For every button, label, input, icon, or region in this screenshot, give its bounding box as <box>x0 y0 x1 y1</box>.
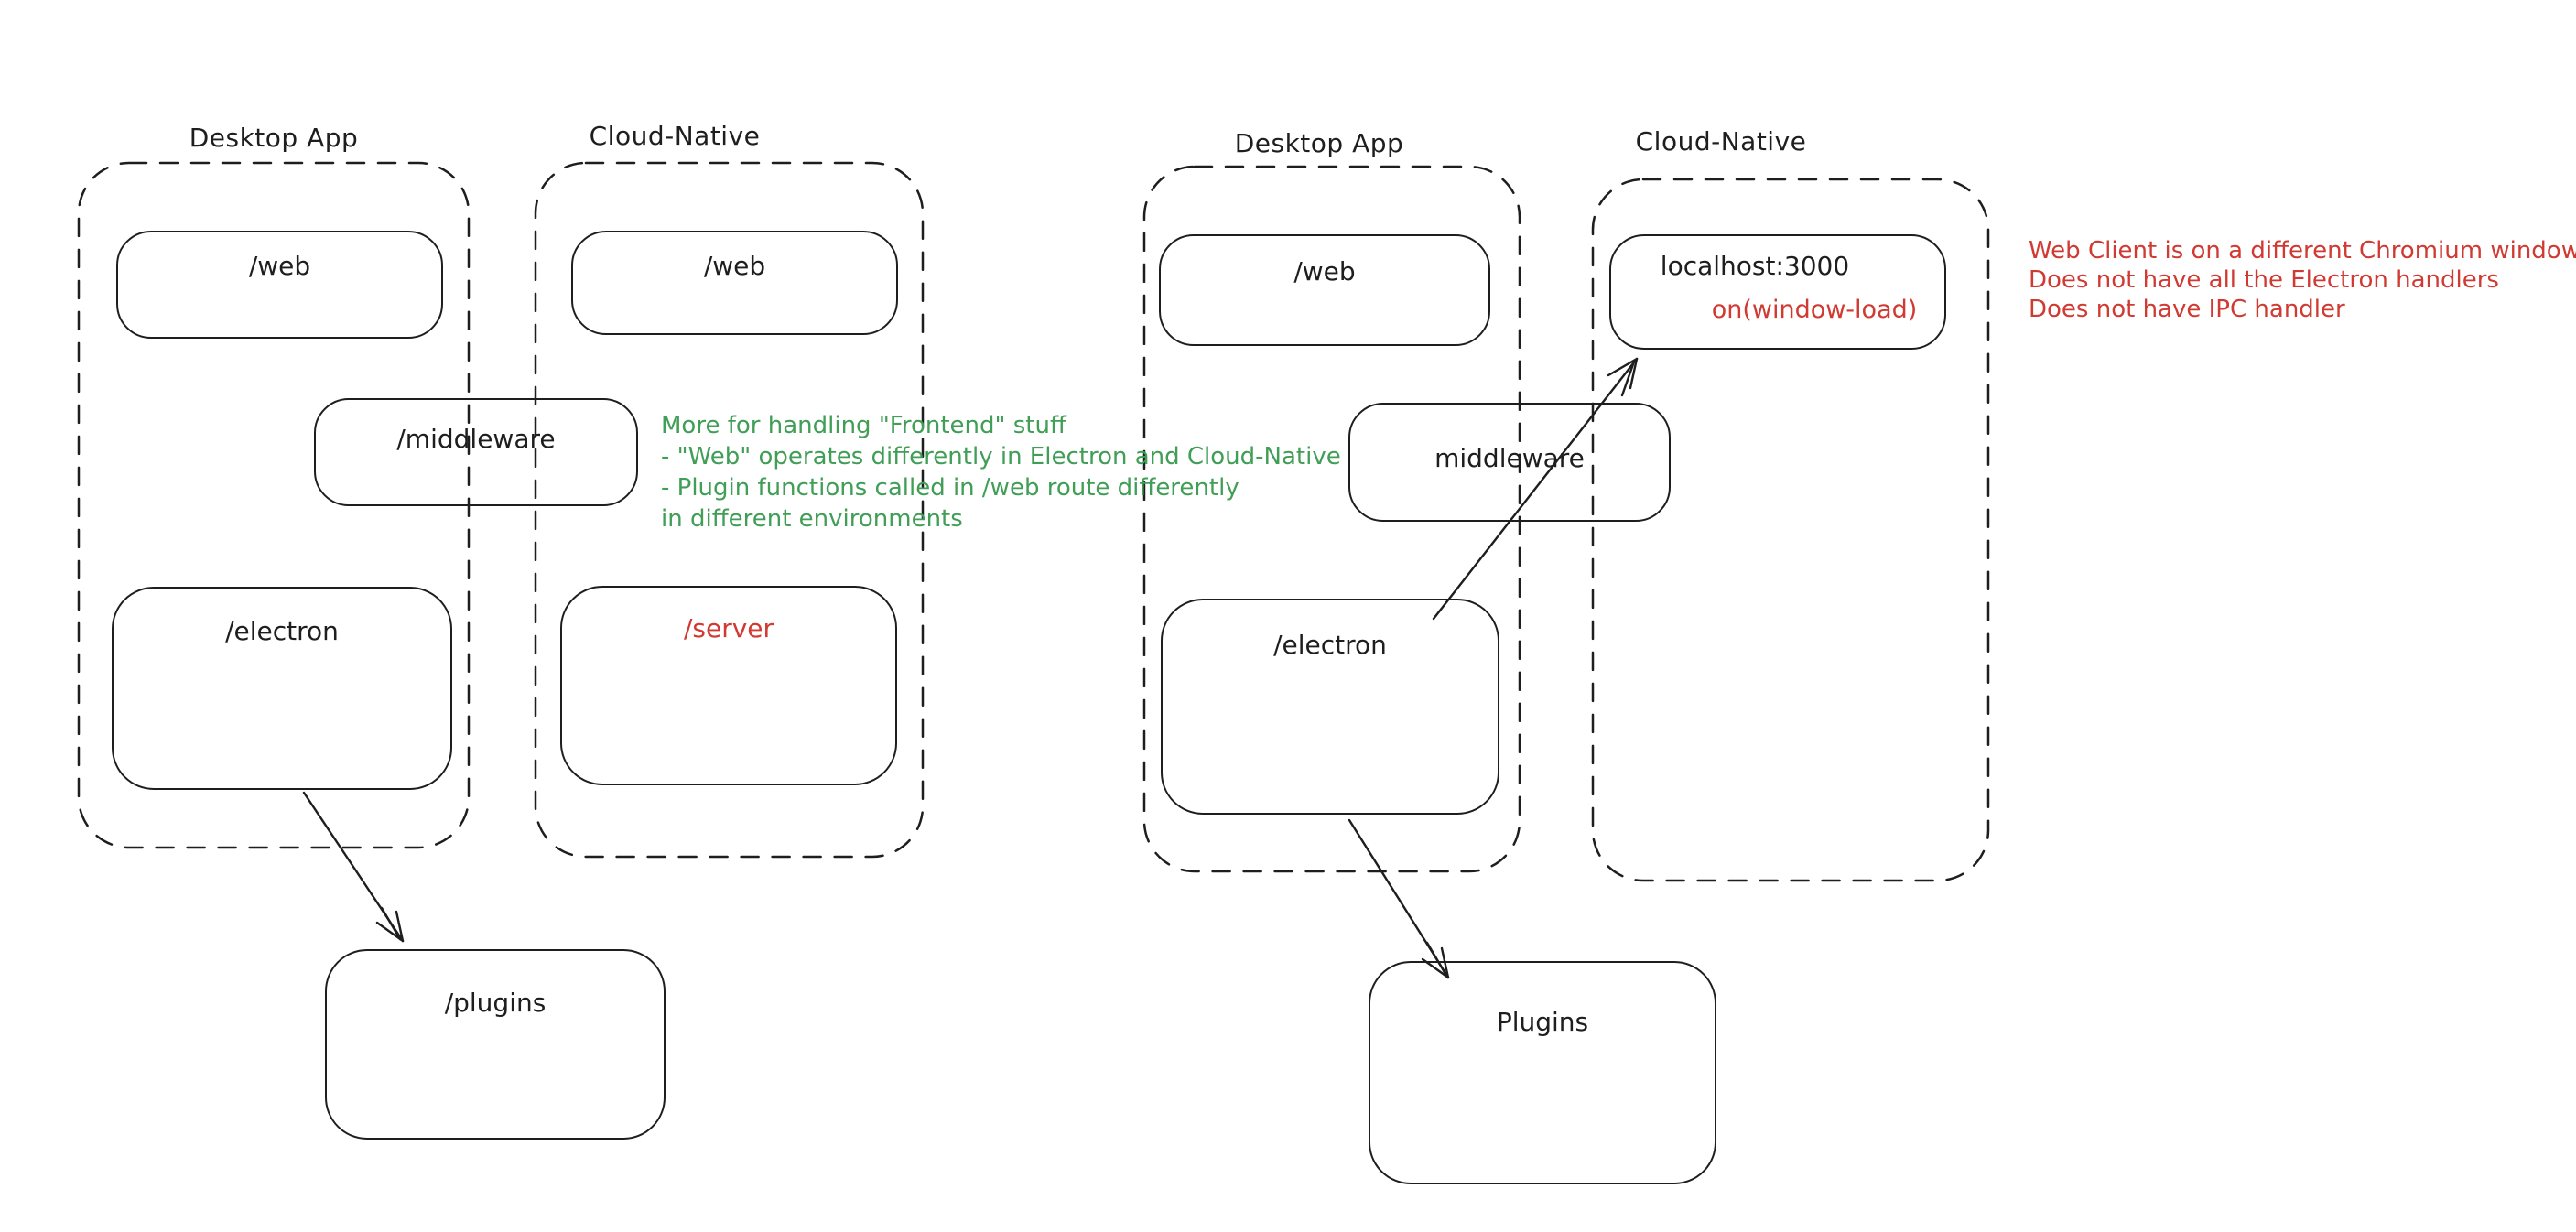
right-localhost-box[interactable]: localhost:3000 on(window-load) <box>1609 234 1946 350</box>
right-electron-box[interactable]: /electron <box>1161 599 1499 815</box>
left-plugins-box[interactable]: /plugins <box>325 949 666 1140</box>
right-plugins-box[interactable]: Plugins <box>1369 961 1716 1184</box>
left-plugins-label: /plugins <box>444 988 547 1018</box>
right-plugins-label: Plugins <box>1496 1007 1589 1037</box>
red-note-line-2: Does not have all the Electron handlers <box>2029 266 2499 294</box>
localhost-window-load-label: on(window-load) <box>1711 296 1918 324</box>
left-electron-box[interactable]: /electron <box>112 587 452 790</box>
left-electron-label: /electron <box>225 616 339 646</box>
left-server-label: /server <box>683 613 774 643</box>
left-server-box[interactable]: /server <box>560 586 897 785</box>
left-green-note[interactable]: More for handling "Frontend" stuff - "We… <box>661 410 1341 535</box>
green-note-line-3: - Plugin functions called in /web route … <box>661 474 1239 502</box>
left-desktop-app-title[interactable]: Desktop App <box>189 123 359 153</box>
green-note-line-4: in different environments <box>661 505 963 533</box>
left-cloud-native-title[interactable]: Cloud-Native <box>589 121 761 151</box>
right-middleware-box[interactable]: middleware <box>1348 403 1671 522</box>
right-desktop-app-title[interactable]: Desktop App <box>1234 128 1404 158</box>
left-middleware-label: /middleware <box>396 424 556 454</box>
right-red-note[interactable]: Web Client is on a different Chromium wi… <box>2029 236 2576 324</box>
right-electron-label: /electron <box>1273 630 1387 660</box>
arrow-electron-to-plugins-left[interactable] <box>302 791 405 943</box>
red-note-line-1: Web Client is on a different Chromium wi… <box>2029 237 2576 265</box>
left-web-label: /web <box>248 251 311 281</box>
right-middleware-label: middleware <box>1434 443 1585 473</box>
localhost-title: localhost:3000 <box>1660 251 1850 281</box>
right-cloud-native-container[interactable] <box>1591 178 1990 882</box>
left-web-box[interactable]: /web <box>116 231 443 339</box>
right-web-box[interactable]: /web <box>1159 234 1490 346</box>
right-web-label: /web <box>1293 256 1356 286</box>
arrow-electron-to-localhost[interactable] <box>1432 357 1639 621</box>
green-note-line-2: - "Web" operates differently in Electron… <box>661 443 1341 470</box>
green-note-line-1: More for handling "Frontend" stuff <box>661 412 1066 439</box>
left-middleware-box[interactable]: /middleware <box>314 398 638 506</box>
right-cloud-native-title[interactable]: Cloud-Native <box>1635 126 1807 157</box>
right-desktop-app-container[interactable] <box>1142 165 1521 873</box>
left-cloud-web-box[interactable]: /web <box>571 231 898 335</box>
left-cloud-web-label: /web <box>703 251 766 281</box>
red-note-line-3: Does not have IPC handler <box>2029 296 2345 323</box>
arrow-electron-to-plugins-right[interactable] <box>1348 818 1450 979</box>
left-cloud-native-container[interactable] <box>534 161 925 859</box>
